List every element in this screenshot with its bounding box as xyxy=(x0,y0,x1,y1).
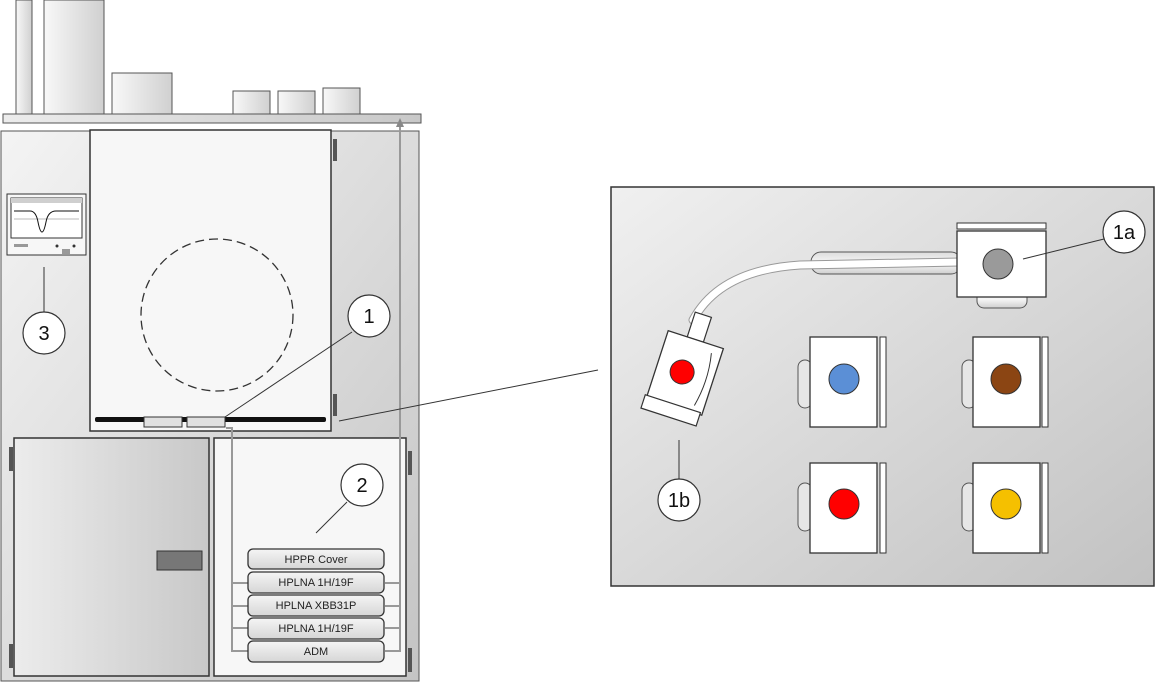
probe-module: HPLNA 1H/19F xyxy=(247,571,385,594)
top-shelf-equipment xyxy=(2,0,422,124)
callout-1a: 1a xyxy=(1022,210,1146,260)
oscilloscope-monitor-icon xyxy=(6,193,87,256)
probe-module: HPLNA XBB31P xyxy=(247,594,385,617)
magnet-bore-icon xyxy=(140,238,294,392)
probe-module: HPLNA 1H/19F xyxy=(247,617,385,640)
console-cabinet xyxy=(0,118,420,682)
callout-1: 1 xyxy=(224,294,391,418)
module-label: HPLNA 1H/19F xyxy=(278,577,353,589)
connector-1a xyxy=(956,222,1047,309)
probe-module: ADM xyxy=(247,640,385,663)
zoom-panel: 1a 1b xyxy=(610,186,1155,587)
probe-module: HPPR Cover xyxy=(247,548,385,570)
callout-3: 3 xyxy=(22,311,66,355)
callout-2: 2 xyxy=(315,463,384,534)
cable-lines xyxy=(226,123,401,652)
module-label: HPLNA 1H/19F xyxy=(278,623,353,635)
callout-label: 1 xyxy=(363,306,374,328)
module-label: HPPR Cover xyxy=(285,554,348,566)
callout-1b: 1b xyxy=(657,440,701,522)
module-label: HPLNA XBB31P xyxy=(276,600,357,612)
callout-label: 3 xyxy=(38,323,49,345)
socket-brown xyxy=(961,336,1049,428)
plug-1b xyxy=(640,311,725,427)
callout-label: 2 xyxy=(356,475,367,497)
probe-module-stack: HPPR Cover HPLNA 1H/19F HPLNA XBB31P HPL… xyxy=(247,548,385,663)
socket-red xyxy=(797,462,887,554)
socket-yellow xyxy=(961,462,1049,554)
zoom-leader-line xyxy=(338,369,599,422)
magnet-panel xyxy=(89,129,332,432)
callout-label: 1a xyxy=(1113,222,1136,244)
callout-label: 1b xyxy=(668,490,690,512)
module-label: ADM xyxy=(304,646,328,658)
socket-blue xyxy=(797,336,887,428)
